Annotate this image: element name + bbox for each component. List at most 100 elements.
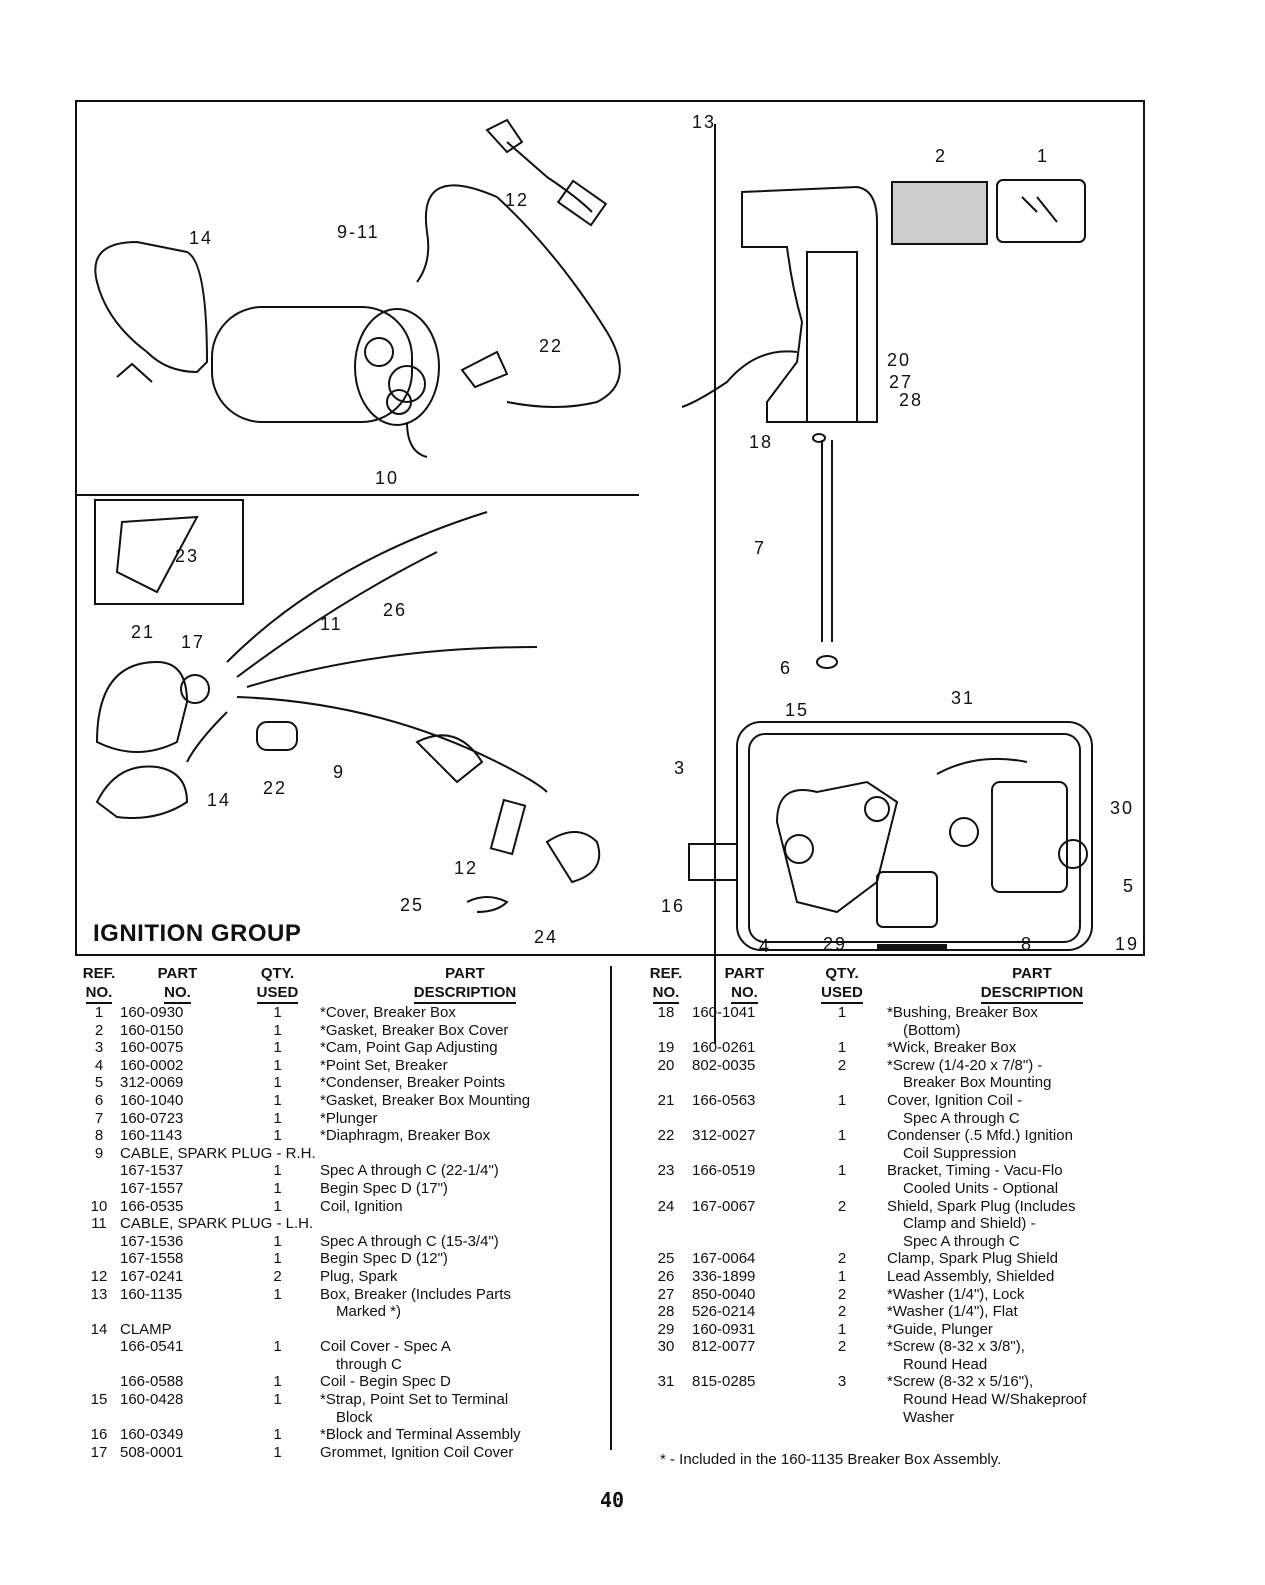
- quantity-used: 1: [273, 1056, 282, 1074]
- part-number: 160-1135: [120, 1285, 183, 1303]
- callout-19: 19: [1115, 934, 1140, 954]
- page-number: 40: [600, 1488, 625, 1512]
- part-description: *Point Set, Breaker: [320, 1057, 610, 1075]
- part-number: 160-0723: [120, 1109, 184, 1127]
- callout-8: 8: [1021, 934, 1034, 954]
- ref-number: [78, 1338, 120, 1373]
- callout-15: 15: [785, 700, 810, 720]
- description-line: *Wick, Breaker Box: [887, 1039, 1017, 1057]
- callout-2: 2: [935, 146, 948, 166]
- callout-26: 26: [383, 600, 408, 620]
- description-line: Plug, Spark: [320, 1267, 398, 1285]
- ref-number: 12: [90, 1267, 108, 1285]
- ref-number: 23: [657, 1162, 675, 1180]
- quantity-used: 1: [273, 1162, 282, 1180]
- quantity-used: 1: [273, 1426, 282, 1444]
- quantity-used: 1: [273, 1179, 282, 1197]
- part-number: 160-0002: [120, 1056, 184, 1074]
- quantity-used: 1: [273, 1074, 282, 1092]
- part-number: 312-0069: [120, 1074, 184, 1092]
- part-number: 167-1557: [120, 1179, 184, 1197]
- quantity-used: 1: [837, 1004, 847, 1021]
- callout-9: 9: [333, 762, 346, 782]
- description-line: *Block and Terminal Assembly: [320, 1426, 521, 1444]
- ref-number: 19: [657, 1039, 675, 1057]
- callout-28: 28: [899, 390, 924, 410]
- diagram-title: IGNITION GROUP: [93, 920, 302, 947]
- part-number: CABLE, SPARK PLUG - R.H.: [120, 1144, 316, 1162]
- description-line: *Screw (8-32 x 5/16"),: [887, 1373, 1034, 1391]
- part-number: 167-1537: [120, 1162, 184, 1180]
- quantity-used: 1: [273, 1197, 282, 1215]
- description-continuation: Block: [336, 1408, 373, 1426]
- ref-number: 4: [94, 1056, 104, 1074]
- description-continuation: Coil Suppression: [903, 1144, 1017, 1162]
- callout-16: 16: [661, 896, 686, 916]
- description-line: *Screw (8-32 x 3/8"),: [887, 1338, 1025, 1356]
- callout-7: 7: [754, 538, 767, 558]
- callout-1: 1: [1037, 146, 1050, 166]
- part-description: *Washer (1/4"), Flat: [887, 1303, 1177, 1321]
- part-description: Coil - Begin Spec D: [320, 1373, 610, 1391]
- ref-number: 1: [94, 1004, 104, 1021]
- ref-number: 8: [94, 1127, 104, 1145]
- quantity-used: 1: [837, 1091, 847, 1109]
- description-line: Coil Cover - Spec A: [320, 1338, 451, 1356]
- description-line: Shield, Spark Plug (Includes: [887, 1197, 1076, 1215]
- description-line: Cover, Ignition Coil -: [887, 1091, 1023, 1109]
- part-description: *Block and Terminal Assembly: [320, 1426, 610, 1444]
- description-line: *Guide, Plunger: [887, 1320, 993, 1338]
- description-line: *Strap, Point Set to Terminal: [320, 1391, 509, 1409]
- ref-number: [78, 1180, 120, 1198]
- ref-number: 25: [657, 1250, 675, 1268]
- quantity-used: 1: [273, 1127, 282, 1145]
- description-continuation: Cooled Units - Optional: [903, 1179, 1059, 1197]
- ref-number: 18: [657, 1004, 675, 1021]
- ref-number: 10: [90, 1197, 108, 1215]
- callout-25: 25: [400, 895, 425, 915]
- ref-number: 27: [657, 1285, 675, 1303]
- part-description: *Gasket, Breaker Box Cover: [320, 1022, 610, 1040]
- callout-21: 21: [131, 622, 156, 642]
- part-description: Plug, Spark: [320, 1268, 610, 1286]
- ref-number: [78, 1162, 120, 1180]
- callout-22: 22: [539, 336, 564, 356]
- part-number: 166-0519: [692, 1162, 756, 1180]
- quantity-used: 1: [837, 1320, 847, 1338]
- description-continuation: Breaker Box Mounting: [903, 1074, 1052, 1092]
- quantity-used: 1: [837, 1267, 847, 1285]
- description-continuation: Spec A through C: [903, 1232, 1020, 1250]
- part-number: 160-1041: [692, 1004, 756, 1021]
- description-line: Lead Assembly, Shielded: [887, 1267, 1055, 1285]
- part-description: *Diaphragm, Breaker Box: [320, 1127, 610, 1145]
- part-description: *Plunger: [320, 1110, 610, 1128]
- quantity-used: 1: [273, 1091, 282, 1109]
- part-description: Grommet, Ignition Coil Cover: [320, 1444, 610, 1462]
- ref-number: 28: [657, 1303, 675, 1321]
- quantity-used: 1: [273, 1004, 282, 1021]
- part-description: Coil, Ignition: [320, 1198, 610, 1216]
- description-line: Condenser (.5 Mfd.) Ignition: [887, 1127, 1073, 1145]
- description-line: *Cam, Point Gap Adjusting: [320, 1039, 498, 1057]
- ref-number: 21: [657, 1091, 675, 1109]
